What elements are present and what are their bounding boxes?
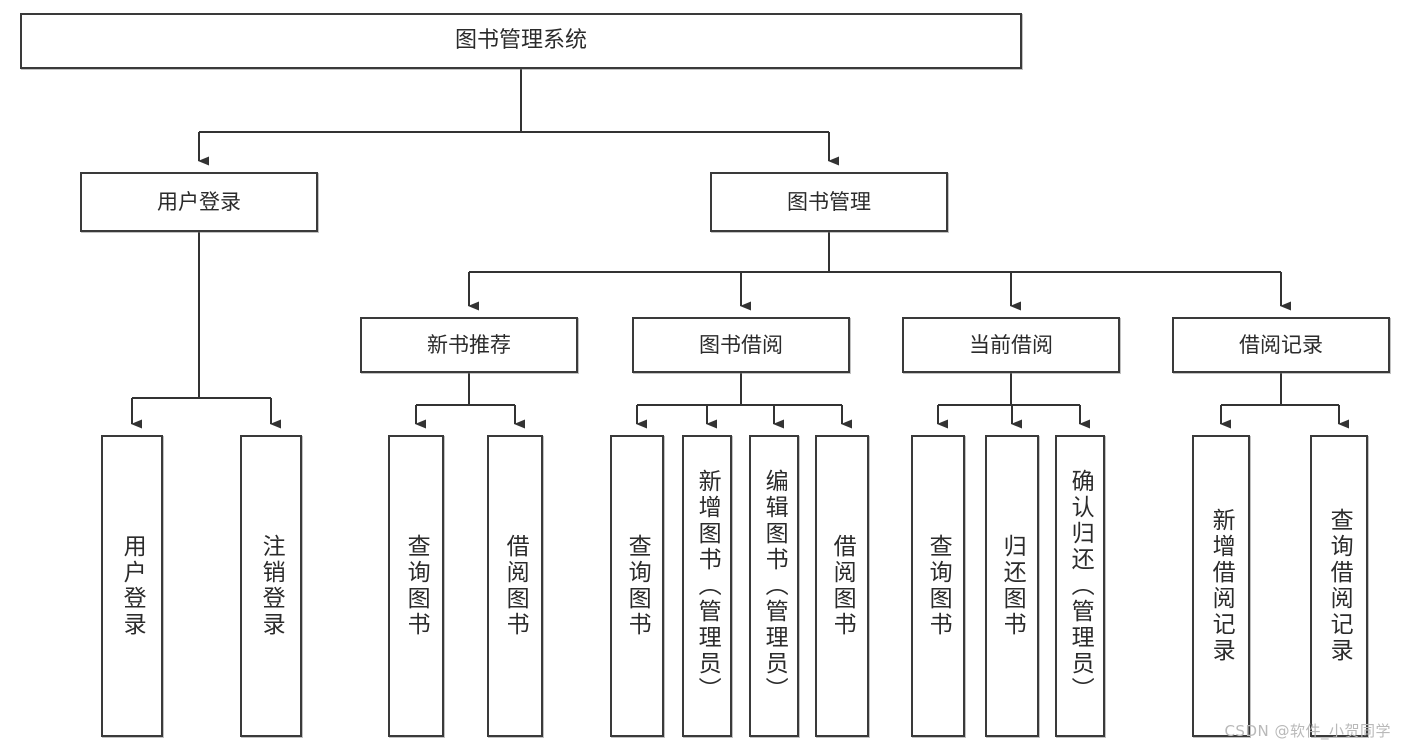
node-leaf-user-login[interactable]: 用户登录 [101, 435, 163, 737]
node-label: 借阅图书 [829, 534, 856, 638]
node-leaf-query-record[interactable]: 查询借阅记录 [1310, 435, 1368, 737]
watermark: CSDN @软件_小贺同学 [1224, 722, 1391, 740]
node-leaf-query-book-rec[interactable]: 查询图书 [388, 435, 444, 737]
node-new-book-recommend[interactable]: 新书推荐 [360, 317, 578, 373]
node-current-borrow[interactable]: 当前借阅 [902, 317, 1120, 373]
node-label: 借阅记录 [1239, 332, 1323, 357]
node-leaf-query-book-cur[interactable]: 查询图书 [911, 435, 965, 737]
node-label: 新增图书（管理员） [694, 469, 721, 703]
node-label: 借阅图书 [502, 534, 529, 638]
node-leaf-borrow-book[interactable]: 借阅图书 [815, 435, 869, 737]
node-leaf-add-record[interactable]: 新增借阅记录 [1192, 435, 1250, 737]
node-label: 新增借阅记录 [1208, 508, 1235, 664]
node-leaf-user-logout[interactable]: 注销登录 [240, 435, 302, 737]
node-leaf-return-book[interactable]: 归还图书 [985, 435, 1039, 737]
node-book-manage[interactable]: 图书管理 [710, 172, 948, 232]
node-leaf-query-book-borrow[interactable]: 查询图书 [610, 435, 664, 737]
node-label: 图书管理系统 [454, 28, 587, 54]
node-label: 图书管理 [787, 189, 871, 214]
node-label: 注销登录 [258, 534, 285, 638]
node-label: 编辑图书（管理员） [761, 469, 788, 703]
node-user-login[interactable]: 用户登录 [80, 172, 318, 232]
node-leaf-confirm-return[interactable]: 确认归还（管理员） [1055, 435, 1105, 737]
node-leaf-add-book[interactable]: 新增图书（管理员） [682, 435, 732, 737]
node-leaf-edit-book[interactable]: 编辑图书（管理员） [749, 435, 799, 737]
node-label: 图书借阅 [699, 332, 783, 357]
node-label: 查询图书 [925, 534, 952, 638]
node-root[interactable]: 图书管理系统 [20, 13, 1022, 69]
node-label: 查询借阅记录 [1326, 508, 1353, 664]
node-label: 新书推荐 [427, 332, 511, 357]
node-label: 用户登录 [157, 189, 241, 214]
node-label: 查询图书 [403, 534, 430, 638]
node-label: 当前借阅 [969, 332, 1053, 357]
node-label: 归还图书 [999, 534, 1026, 638]
node-label: 确认归还（管理员） [1067, 469, 1094, 703]
node-label: 查询图书 [624, 534, 651, 638]
node-book-borrow[interactable]: 图书借阅 [632, 317, 850, 373]
node-label: 用户登录 [119, 534, 146, 638]
node-leaf-borrow-book-rec[interactable]: 借阅图书 [487, 435, 543, 737]
node-borrow-record[interactable]: 借阅记录 [1172, 317, 1390, 373]
